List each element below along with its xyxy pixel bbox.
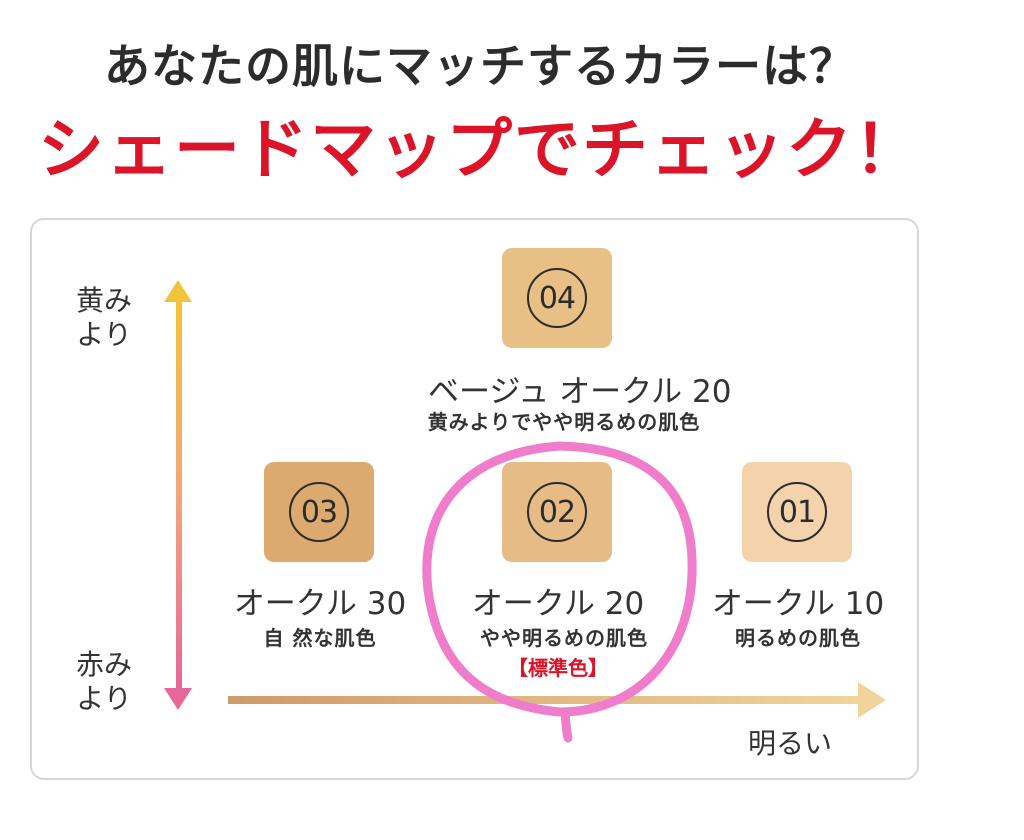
shade-number-02: 02 (527, 482, 587, 542)
yellow-axis-label: 黄み より (75, 284, 132, 351)
shade-name-02: オークル 20 (471, 586, 645, 622)
shade-name-01: オークル 10 (711, 586, 885, 622)
shade-name-03: オークル 30 (233, 586, 407, 622)
shade-swatch-03: 03 (264, 462, 374, 562)
red-axis-label: 赤み より (75, 648, 132, 715)
shade-number-01: 01 (767, 482, 827, 542)
shade-desc-02: やや明るめの肌色 (480, 626, 648, 650)
shade-swatch-02: 02 (502, 462, 612, 562)
shade-desc-01: 明るめの肌色 (735, 626, 861, 650)
shade-number-03: 03 (289, 482, 349, 542)
bright-axis-label: 明るい (748, 727, 833, 760)
shade-swatch-01: 01 (742, 462, 852, 562)
question-heading: あなたの肌にマッチするカラーは？ (104, 39, 856, 93)
standard-color-tag: 【標準色】 (508, 656, 608, 680)
shade-name-04: ベージュ オークル 20 (428, 374, 732, 410)
shade-map-heading: シェードマップでチェック！ (38, 111, 922, 188)
shade-desc-04: 黄みよりでやや明るめの肌色 (427, 410, 701, 434)
shade-desc-03: 自 然な肌色 (263, 626, 377, 650)
shade-number-04: 04 (527, 268, 587, 328)
shade-swatch-04: 04 (502, 248, 612, 348)
